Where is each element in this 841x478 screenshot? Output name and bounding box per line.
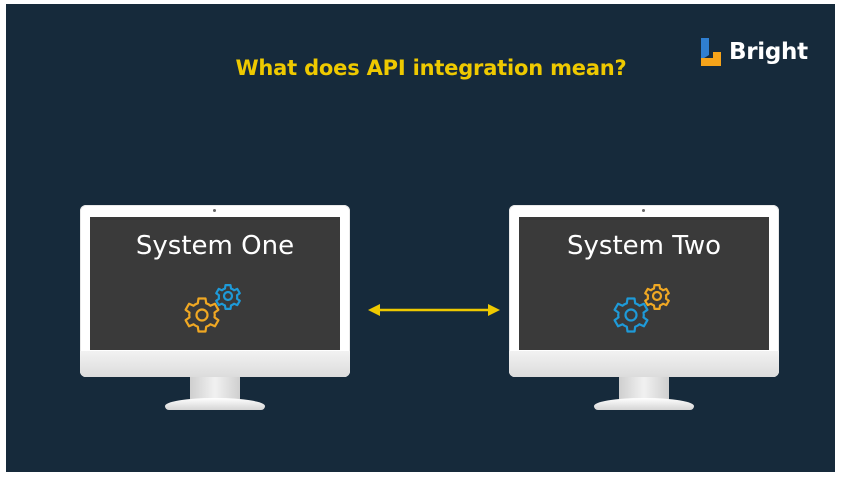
monitor-neck <box>619 377 669 399</box>
camera-dot <box>213 209 216 212</box>
gears-icon <box>184 284 241 333</box>
monitor-chin <box>80 351 350 377</box>
monitor-screen <box>519 217 769 350</box>
bright-logo: Bright <box>699 36 808 68</box>
monitor-foot <box>594 398 694 410</box>
system-one-label: System One <box>135 231 295 261</box>
gears-icon <box>613 284 670 333</box>
system-one-monitor: System One <box>80 205 350 417</box>
camera-dot <box>642 209 645 212</box>
slide: What does API integration mean? Bright S… <box>6 4 835 472</box>
system-two-label: System Two <box>567 231 721 261</box>
monitor-screen <box>90 217 340 350</box>
double-arrow-icon <box>368 304 500 316</box>
monitor-chin <box>509 351 779 377</box>
monitor-neck <box>190 377 240 399</box>
slide-title: What does API integration mean? <box>235 56 627 80</box>
logo-text: Bright <box>729 39 808 65</box>
monitor-foot <box>165 398 265 410</box>
bright-logo-mark-icon <box>701 38 721 66</box>
system-two-monitor: System Two <box>509 205 779 417</box>
